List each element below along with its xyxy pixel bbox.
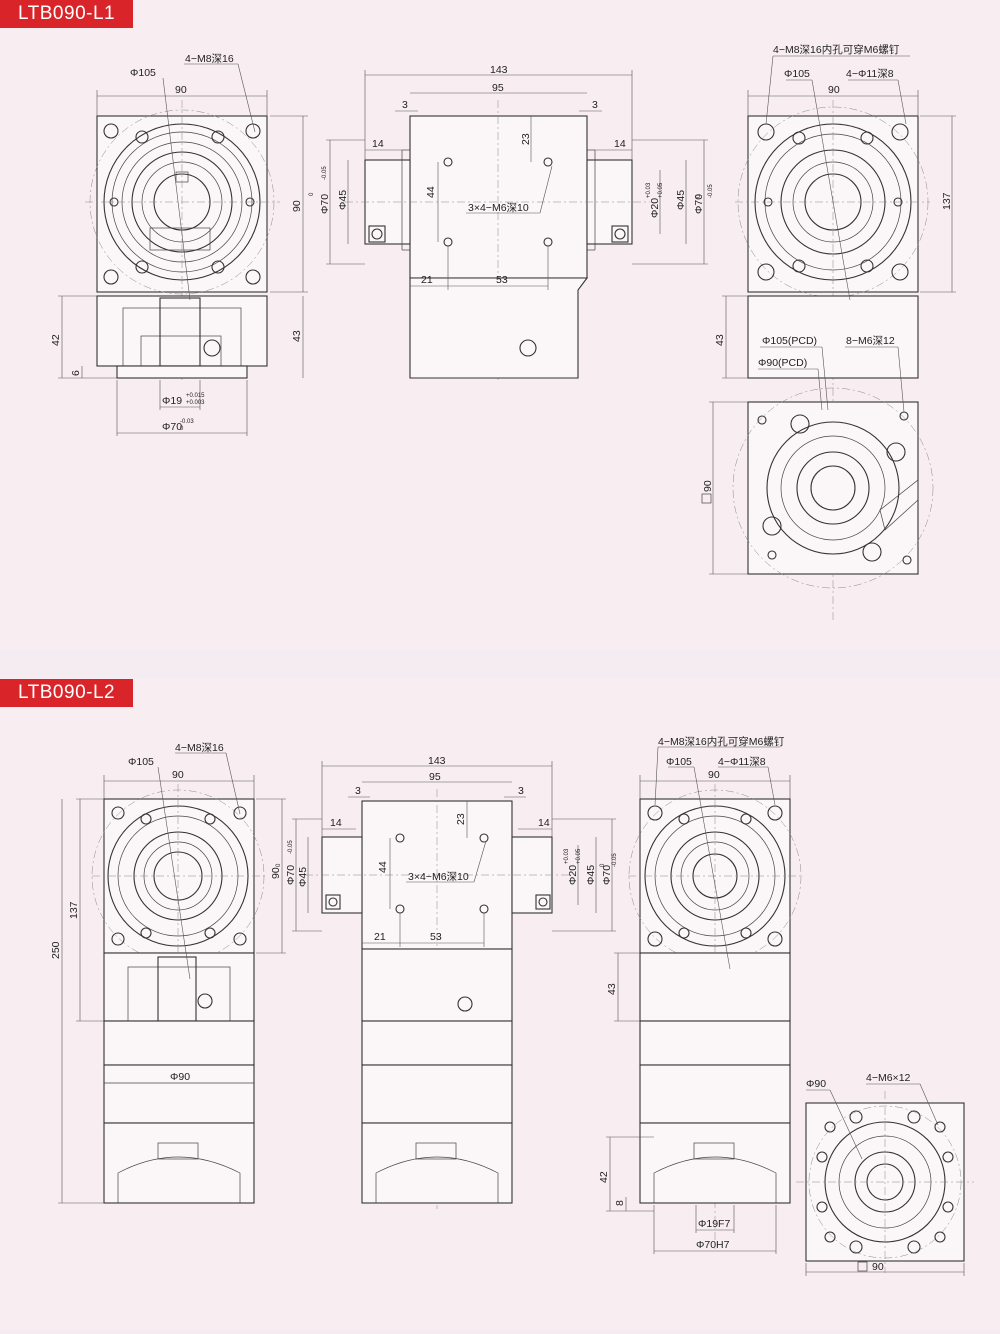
l2-front-view: 90 Φ105 4−M8深16 90 137 250 Φ90 [50,742,286,1204]
dim-m6: 8−M6深12 [846,335,895,347]
svg-text:+0.003: +0.003 [186,400,205,406]
dim-pcd90: Φ90(PCD) [758,357,807,369]
dim-holes: 4−M6×12 [866,1072,911,1084]
dim-h42: 42 [50,334,62,346]
dim-phi70b: Φ70 [601,865,613,885]
dim-len14b: 14 [538,817,550,829]
svg-text:+0.03: +0.03 [564,848,570,864]
dim-len3b: 3 [518,785,524,797]
dim-len14b: 14 [614,138,626,150]
dim-sq90: 90 [872,1261,884,1273]
dim-thru: 4−Φ11深8 [846,68,894,80]
dim-phi70a: Φ70 [285,865,297,885]
dim-len143: 143 [490,64,508,76]
dim-d53: 53 [496,274,508,286]
dim-holes-note: 4−M8深16内孔可穿M6螺钉 [773,43,900,56]
dim-phi45a: Φ45 [337,190,349,210]
svg-text:0: 0 [180,426,184,432]
dim-d44: 44 [425,186,437,198]
svg-text:+0.05: +0.05 [576,848,582,864]
dim-d44: 44 [377,861,389,873]
dim-len3b: 3 [592,99,598,111]
dim-pcd: Φ105 [130,67,156,79]
svg-text:0: 0 [696,194,702,198]
dim-width: 90 [175,84,187,96]
l2-back-view: 90 4−M8深16内孔可穿M6螺钉 Φ105 4−Φ11深8 43 42 8 … [598,735,802,1254]
svg-text:-0.05: -0.05 [708,184,714,198]
dim-d53: 53 [430,931,442,943]
dim-thru: 4−Φ11深8 [718,756,766,768]
dim-phi45a: Φ45 [297,867,309,887]
dim-h43: 43 [291,330,303,342]
section-l1: LTB090-L1 [0,0,1000,650]
dim-shaft: Φ19F7 [698,1218,730,1230]
dim-d23: 23 [455,813,467,825]
dim-h43: 43 [606,983,618,995]
dim-height: 90 [291,200,303,212]
dim-h8: 8 [614,1200,626,1206]
dim-d23: 23 [520,133,532,145]
svg-text:+0.015: +0.015 [186,393,205,399]
dim-h42: 42 [598,1171,610,1183]
dim-height: 137 [941,192,953,210]
l1-back-view: 90 4−M8深16内孔可穿M6螺钉 Φ105 4−Φ11深8 137 43 Φ… [701,43,956,620]
section-l2: LTB090-L2 [0,679,1000,1329]
dim-holes: 4−M8深16 [175,742,224,754]
dim-spigot: Φ70 [162,421,182,433]
dim-phi90: Φ90 [806,1078,826,1090]
dim-shaft: Φ19 [162,395,182,407]
dim-phi70a: Φ70 [319,194,331,214]
dim-len3a: 3 [355,785,361,797]
dim-holes: 3×4−M6深10 [408,871,469,883]
dim-pcd: Φ105 [128,756,154,768]
svg-text:-0.03: -0.03 [180,419,194,425]
drawing-l2: 90 Φ105 4−M8深16 90 137 250 Φ90 [50,735,974,1276]
dim-len95: 95 [429,771,441,783]
section-title: LTB090-L1 [0,0,134,28]
drawing-l1: 90 Φ105 4−M8深16 90 43 42 6 Φ19 +0.015 +0… [50,43,956,620]
l1-front-view: 90 Φ105 4−M8深16 90 43 42 6 Φ19 +0.015 +0… [50,53,308,436]
svg-text:-0.05: -0.05 [288,840,294,854]
l2-end-view: Φ90 4−M6×12 90 [796,1072,974,1276]
dim-phi90: Φ90 [170,1071,190,1083]
svg-text:+0.03: +0.03 [646,182,652,198]
dim-phi45b: Φ45 [585,865,597,885]
dim-phi20: Φ20 [649,198,661,218]
dim-len3a: 3 [402,99,408,111]
dim-h43: 43 [714,334,726,346]
dim-d21: 21 [421,274,433,286]
dim-sq90: 90 [702,480,714,492]
section-title: LTB090-L2 [0,679,134,707]
dim-phi70b: Φ70 [693,194,705,214]
dim-holes: 4−M8深16 [185,53,234,65]
dim-holes: 3×4−M6深10 [468,202,529,214]
dim-phi45b: Φ45 [675,190,687,210]
svg-text:-0.05: -0.05 [322,166,328,180]
dim-width: 90 [828,84,840,96]
dim-len143: 143 [428,755,446,767]
svg-text:0: 0 [309,192,315,196]
dim-spigot: Φ70H7 [696,1239,730,1251]
dim-width: 90 [708,769,720,781]
dim-h250: 250 [50,941,62,959]
svg-text:-0.05: -0.05 [612,853,618,867]
svg-text:0: 0 [276,863,282,867]
dim-h6: 6 [70,370,82,376]
svg-text:0: 0 [600,863,606,867]
dim-phi20: Φ20 [567,865,579,885]
dim-d21: 21 [374,931,386,943]
l1-side-view: 143 95 3 3 14 14 23 44 3×4−M6深10 21 53 Φ… [309,64,714,380]
dim-pcd105: Φ105(PCD) [762,335,817,347]
dim-height: 90 [270,867,282,879]
dim-len95: 95 [492,82,504,94]
dim-len14a: 14 [372,138,384,150]
dim-len14a: 14 [330,817,342,829]
l2-side-view: 143 95 3 3 14 14 23 44 3×4−M6深10 21 53 Φ… [276,755,618,1209]
dim-holes-note: 4−M8深16内孔可穿M6螺钉 [658,735,785,748]
dim-width: 90 [172,769,184,781]
svg-text:+0.05: +0.05 [658,182,664,198]
dim-h137: 137 [68,901,80,919]
dim-pcd: Φ105 [784,68,810,80]
dim-pcd: Φ105 [666,756,692,768]
